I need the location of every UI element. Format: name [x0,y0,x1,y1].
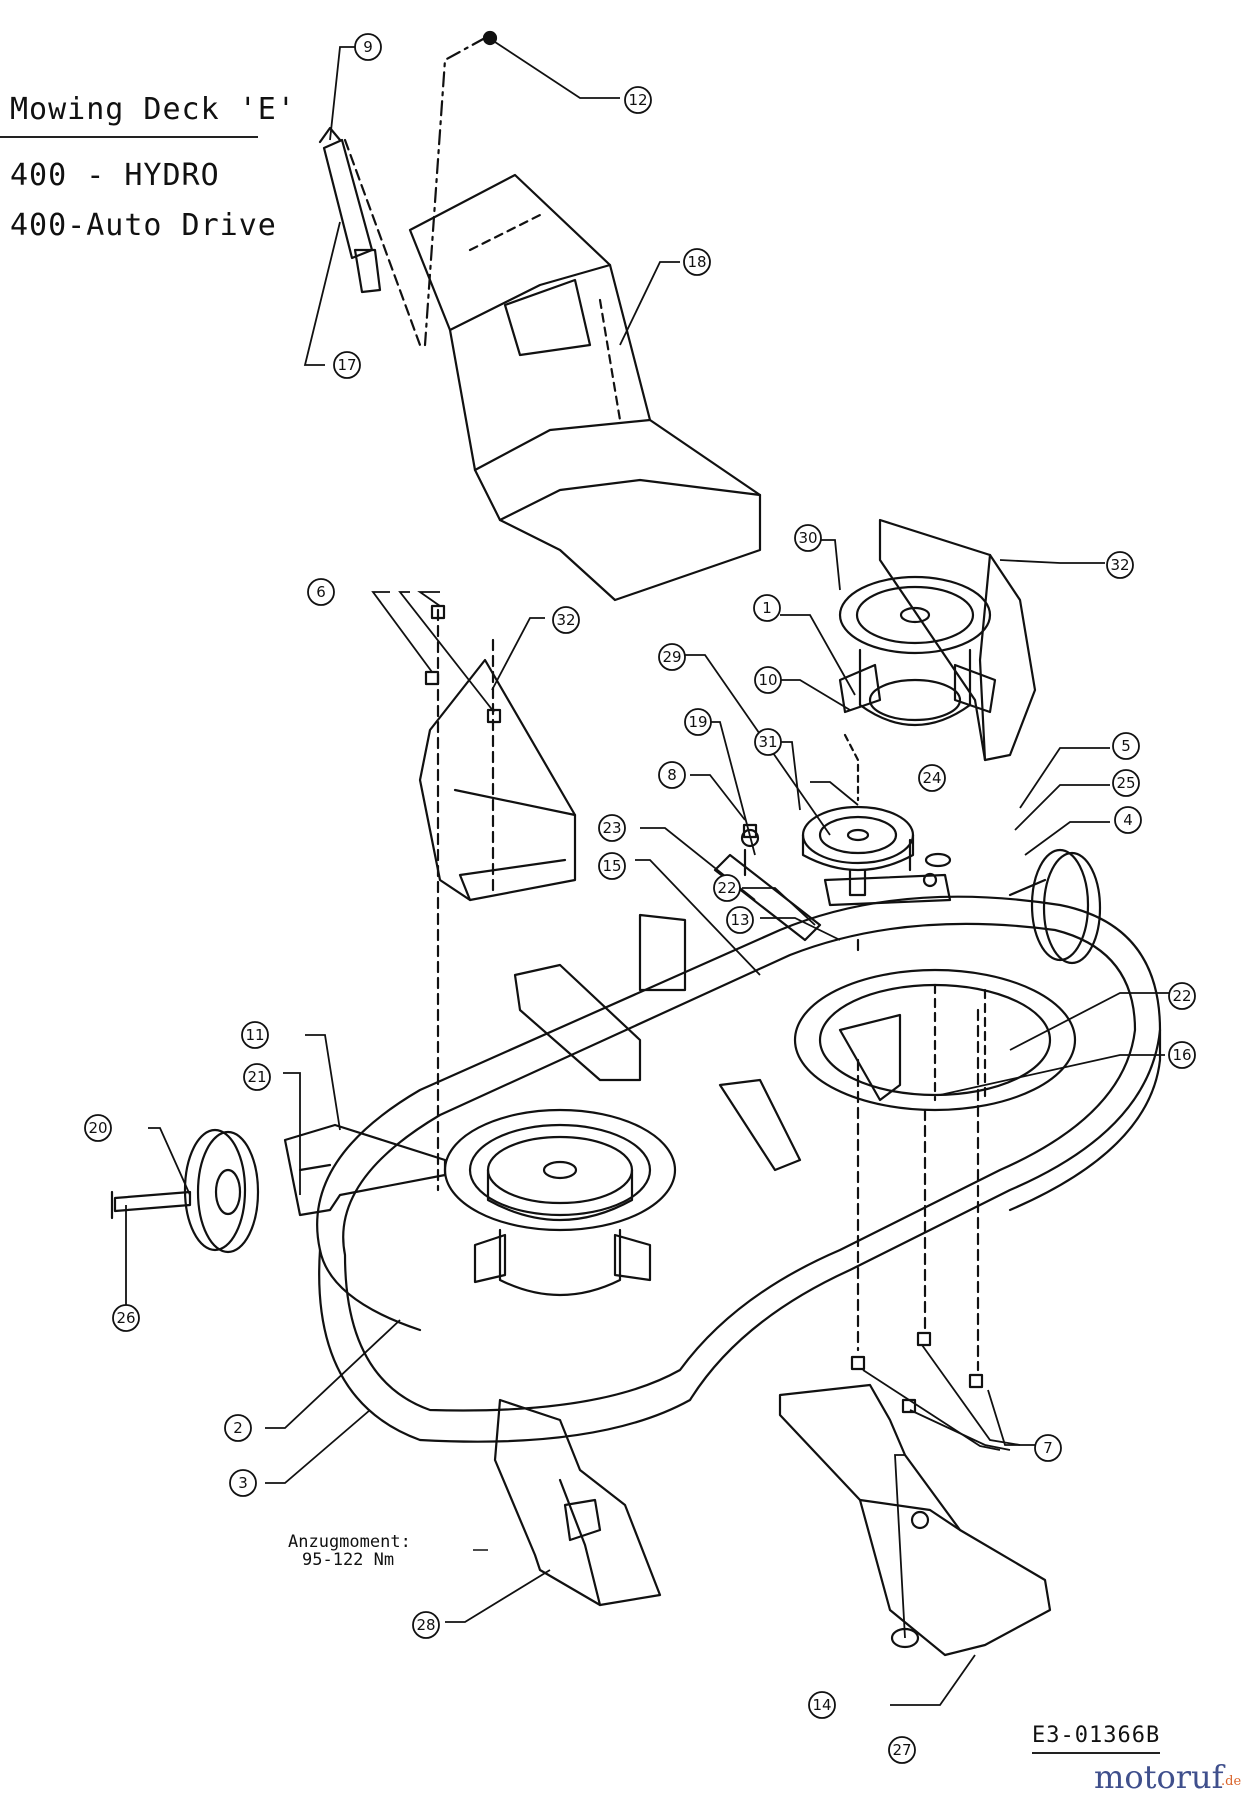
diagram-title: Mowing Deck 'E' [10,92,296,127]
callout-2: 2 [224,1414,252,1442]
callout-16-label: 16 [1172,1046,1191,1064]
callout-19: 19 [684,708,712,736]
callout-15-label: 15 [602,857,621,875]
right-blade-well-drawing [793,968,1077,1112]
left-belt-cover-drawing [418,658,577,902]
callout-17-label: 17 [337,356,356,374]
callout-8: 8 [658,761,686,789]
torque-label: Anzugmoment: [288,1532,411,1552]
chute-pin-mark [482,30,498,46]
callout-18: 18 [683,248,711,276]
callout-28-label: 28 [416,1616,435,1634]
torque-value: 95-122 Nm [302,1550,395,1570]
callout-23: 23 [598,814,626,842]
deck-baffle-drawing [513,913,802,1172]
callout-22-idler-label: 22 [717,879,736,897]
callout-32-left: 32 [552,606,580,634]
callout-15: 15 [598,852,626,880]
model-line-hydro: 400 - HYDRO [10,158,220,193]
callout-14: 14 [808,1691,836,1719]
wheel-bracket-drawing [283,1123,447,1217]
chute-rod-drawing [318,126,382,294]
callout-13: 13 [726,906,754,934]
left-spindle-assembly-drawing [443,1108,677,1297]
drawing-code: E3-01366B [1032,1723,1161,1748]
callout-20-label: 20 [88,1119,107,1137]
callout-5: 5 [1112,732,1140,760]
right-spindle-assembly-drawing [801,575,997,897]
discharge-chute-drawing [408,173,762,602]
callout-21-label: 21 [247,1068,266,1086]
callout-22-deck: 22 [1168,982,1196,1010]
callout-32-right: 32 [1106,551,1134,579]
callout-30-label: 30 [798,529,817,547]
idler-arm-drawing [713,828,952,952]
callout-1: 1 [753,594,781,622]
callout-24-label: 24 [922,769,941,787]
callout-9-label: 9 [363,38,373,56]
callout-16: 16 [1168,1041,1196,1069]
callout-22-idler: 22 [713,874,741,902]
callout-17: 17 [333,351,361,379]
title-underline [0,136,258,138]
bolts-drawing [424,604,984,1414]
right-blade-drawing [778,1383,1052,1657]
callout-30: 30 [794,524,822,552]
drawing-code-underline [1032,1752,1160,1754]
callout-6: 6 [307,578,335,606]
mower-deck-housing-drawing [316,895,1162,1443]
left-blade-drawing [493,1398,662,1607]
callout-8-label: 8 [667,766,677,784]
watermark-domain-suffix: .de [1221,1774,1242,1789]
callout-1-label: 1 [762,599,772,617]
callout-3-label: 3 [238,1474,248,1492]
callout-11-label: 11 [245,1026,264,1044]
callout-32-right-label: 32 [1110,556,1129,574]
callout-10-label: 10 [758,671,777,689]
callout-21: 21 [243,1063,271,1091]
callout-20: 20 [84,1114,112,1142]
callout-26: 26 [112,1304,140,1332]
callout-26-label: 26 [116,1309,135,1327]
model-line-auto-drive: 400-Auto Drive [10,208,277,243]
callout-12-label: 12 [628,91,647,109]
callout-23-label: 23 [602,819,621,837]
callout-7: 7 [1034,1434,1062,1462]
callout-22-deck-label: 22 [1172,987,1191,1005]
callout-19-label: 19 [688,713,707,731]
callout-11: 11 [241,1021,269,1049]
callout-14-label: 14 [812,1696,831,1714]
callout-7-label: 7 [1043,1439,1053,1457]
callout-27: 27 [888,1736,916,1764]
callout-markers: 1 2 3 4 5 6 7 8 9 10 11 12 13 14 15 16 1… [84,33,1196,1764]
callout-2-label: 2 [233,1419,243,1437]
callout-29-label: 29 [662,648,681,666]
callout-5-label: 5 [1121,737,1131,755]
callout-31: 31 [754,728,782,756]
callout-27-label: 27 [892,1741,911,1759]
callout-13-label: 13 [730,911,749,929]
callout-18-label: 18 [687,253,706,271]
rear-wheel-drawing [1008,848,1102,965]
callout-31-label: 31 [758,733,777,751]
callout-3: 3 [229,1469,257,1497]
callout-4: 4 [1114,806,1142,834]
callout-24: 24 [918,764,946,792]
callout-9: 9 [354,33,382,61]
callout-29: 29 [658,643,686,671]
callout-4-label: 4 [1123,811,1133,829]
callout-32-left-label: 32 [556,611,575,629]
watermark-logo: motoruf [1094,1758,1224,1796]
callout-10: 10 [754,666,782,694]
callout-25: 25 [1112,769,1140,797]
gauge-wheel-drawing [110,1128,260,1254]
callout-28: 28 [412,1611,440,1639]
callout-6-label: 6 [316,583,326,601]
right-belt-cover-drawing [878,518,1037,762]
callout-12: 12 [624,86,652,114]
callout-25-label: 25 [1116,774,1135,792]
leader-lines [125,41,1170,1706]
